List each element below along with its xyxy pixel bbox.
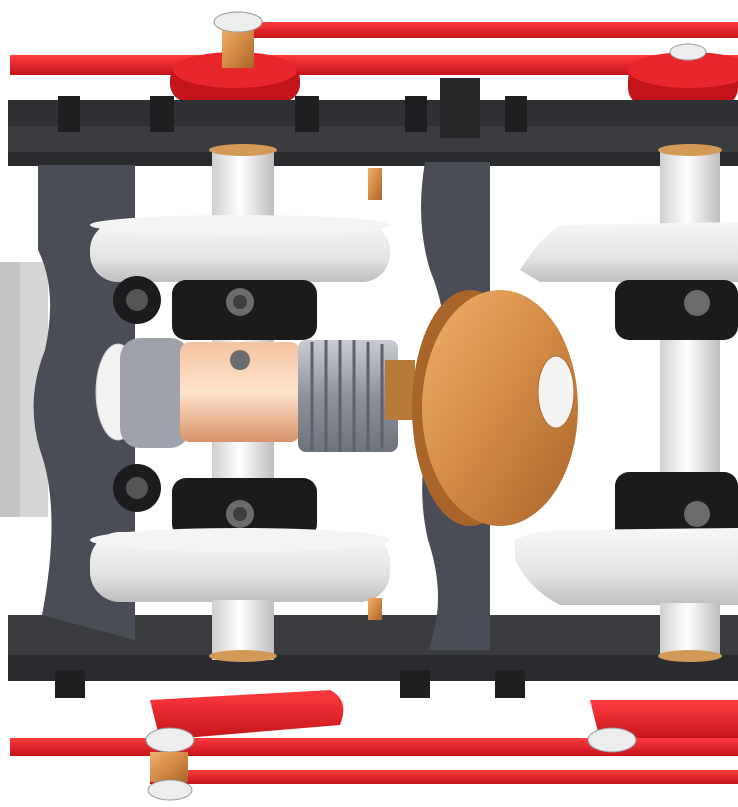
- top-frame-bar: [8, 78, 738, 166]
- top-red-rails: [10, 11, 738, 106]
- plate-bolts: [113, 276, 161, 512]
- center-shaft-assembly: [95, 338, 415, 452]
- bottom-red-linkage: [10, 690, 738, 801]
- brass-drum: [412, 290, 578, 526]
- right-wheelset: [515, 144, 738, 662]
- brass-pin-top: [368, 168, 382, 200]
- left-wheelset: [90, 144, 390, 662]
- brass-pin-bottom: [368, 598, 382, 620]
- bottom-frame-bar: [8, 615, 738, 698]
